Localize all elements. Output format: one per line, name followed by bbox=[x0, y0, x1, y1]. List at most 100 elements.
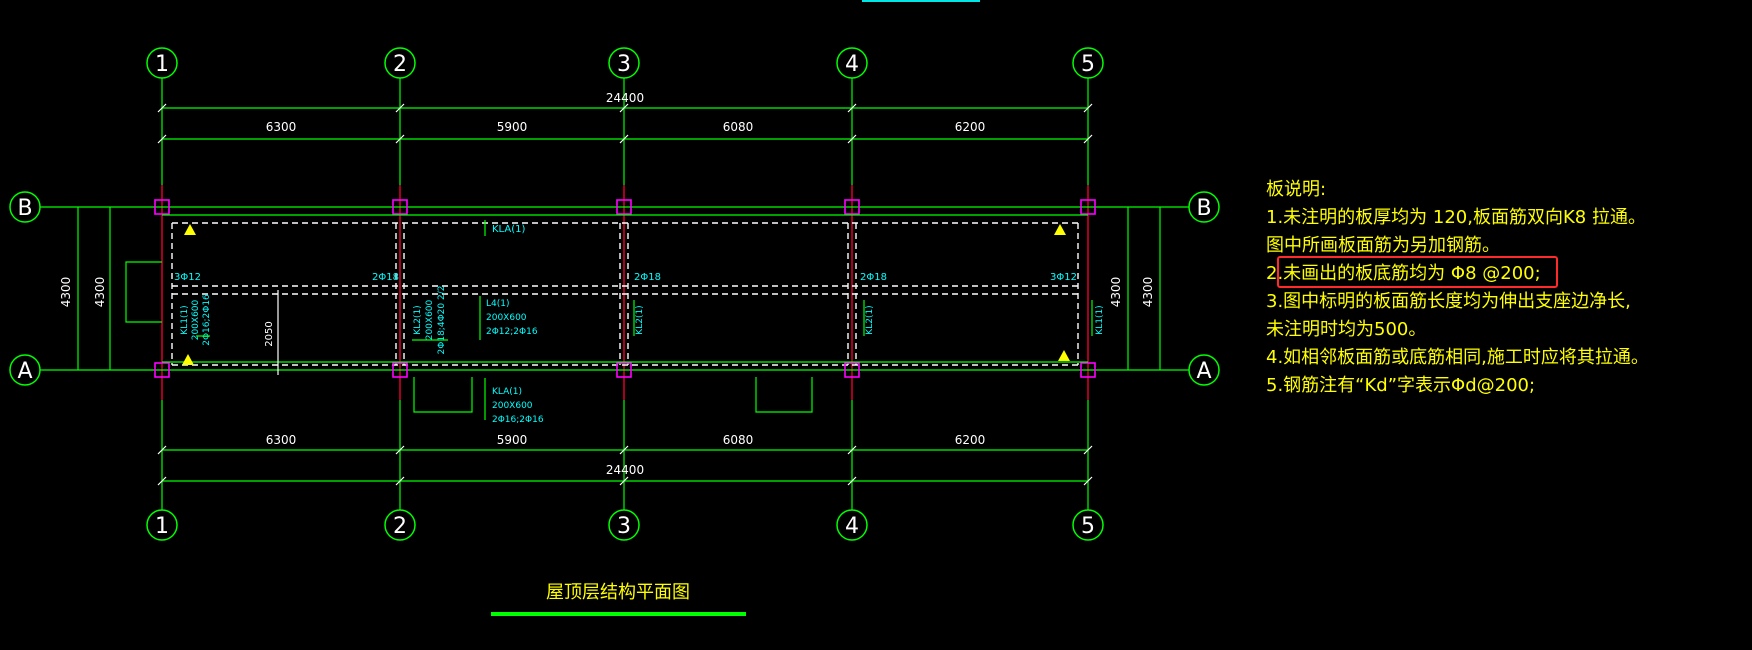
column bbox=[154, 199, 170, 215]
marker-triangle bbox=[184, 224, 196, 235]
beam-label: 2Φ16;2Φ16 bbox=[202, 294, 212, 346]
dim-text: 24400 bbox=[606, 463, 644, 477]
column bbox=[616, 362, 632, 378]
column bbox=[392, 362, 408, 378]
beam-label: 200X600 bbox=[492, 401, 533, 411]
highlight-box bbox=[1277, 256, 1558, 288]
note-item: 图中所画板面筋为另加钢筋。 bbox=[1266, 235, 1500, 256]
column bbox=[154, 362, 170, 378]
axis-label: 1 bbox=[155, 514, 169, 539]
bar-label: 3Φ12 bbox=[174, 272, 201, 283]
beam-label: KLA(1) bbox=[492, 387, 522, 397]
axis-label: 4 bbox=[845, 514, 859, 539]
note-item: 4.如相邻板面筋或底筋相同,施工时应将其拉通。 bbox=[1266, 347, 1649, 368]
dim-tick bbox=[157, 103, 167, 113]
dim-text: 6080 bbox=[723, 433, 754, 447]
dim-text: 5900 bbox=[497, 120, 528, 134]
dim-text: 24400 bbox=[606, 91, 644, 105]
dim-tick bbox=[395, 103, 405, 113]
column bbox=[844, 199, 860, 215]
dim-tick bbox=[1083, 134, 1093, 144]
notes-heading: 板说明: bbox=[1266, 179, 1327, 200]
title-underline bbox=[491, 612, 746, 616]
stub-box bbox=[755, 377, 813, 413]
dim-tick bbox=[619, 134, 629, 144]
beam-label: KLA(1) bbox=[492, 224, 525, 235]
dim-tick bbox=[847, 103, 857, 113]
note-item: 2.未画出的板底筋均为 Φ8 @200; bbox=[1266, 263, 1541, 284]
beam-label: KL2(1) bbox=[413, 305, 423, 334]
bar-label: 2Φ18 bbox=[860, 272, 887, 283]
axis-label: B bbox=[17, 196, 32, 221]
beam-label: KL2(1) bbox=[865, 305, 875, 334]
dim-text: 4300 bbox=[59, 277, 73, 308]
dim-tick bbox=[157, 134, 167, 144]
dim-tick bbox=[619, 103, 629, 113]
beam-label: 200X600 bbox=[486, 313, 527, 323]
note-item: 1.未注明的板厚均为 120,板面筋双向K8 拉通。 bbox=[1266, 207, 1646, 228]
bar-label: 2Φ18 bbox=[634, 272, 661, 283]
marker-triangle bbox=[1058, 350, 1070, 361]
beam-label: KL2(1) bbox=[635, 305, 645, 334]
dim-tick bbox=[395, 445, 405, 455]
axis-label: 4 bbox=[845, 52, 859, 77]
dim-tick bbox=[1083, 445, 1093, 455]
dim-tick bbox=[157, 445, 167, 455]
dim-tick bbox=[395, 134, 405, 144]
dim-text: 6080 bbox=[723, 120, 754, 134]
column bbox=[1080, 199, 1096, 215]
dim-tick bbox=[1083, 103, 1093, 113]
note-item: 3.图中标明的板面筋长度均为伸出支座边净长, bbox=[1266, 291, 1631, 312]
dim-tick bbox=[847, 445, 857, 455]
bar-label: 2Φ18 bbox=[372, 272, 399, 283]
beam-label: L4(1) bbox=[486, 299, 510, 309]
dim-text: 6200 bbox=[955, 433, 986, 447]
column bbox=[844, 362, 860, 378]
dim-tick bbox=[847, 134, 857, 144]
dim-text: 6300 bbox=[266, 120, 297, 134]
axis-label: 1 bbox=[155, 52, 169, 77]
column bbox=[1080, 362, 1096, 378]
note-item: 未注明时均为500。 bbox=[1266, 319, 1427, 340]
axis-label: 5 bbox=[1081, 514, 1095, 539]
dim-tick bbox=[619, 445, 629, 455]
beam-label: 2Φ16;2Φ16 bbox=[492, 415, 544, 425]
dim-text: 4300 bbox=[1141, 277, 1155, 308]
axis-label: 2 bbox=[393, 514, 407, 539]
dim-tick bbox=[395, 476, 405, 486]
drawing-title: 屋顶层结构平面图 bbox=[546, 582, 690, 603]
marker-triangle bbox=[1054, 224, 1066, 235]
beam-label: 2Φ12;2Φ16 bbox=[486, 327, 538, 337]
dim-text: 5900 bbox=[497, 433, 528, 447]
dim-tick bbox=[619, 476, 629, 486]
dim-text: 4300 bbox=[1109, 277, 1123, 308]
axis-label: B bbox=[1196, 196, 1211, 221]
dim-text: 6300 bbox=[266, 433, 297, 447]
marker-triangle bbox=[182, 354, 194, 365]
beam-label: KL1(1) bbox=[180, 305, 190, 334]
dim-text: 6200 bbox=[955, 120, 986, 134]
dim-tick bbox=[157, 476, 167, 486]
column bbox=[616, 199, 632, 215]
axis-label: A bbox=[17, 359, 32, 384]
dim-text: 2050 bbox=[264, 321, 275, 346]
top-toolbar-strip bbox=[862, 0, 980, 2]
slab-notes: 板说明: 1.未注明的板厚均为 120,板面筋双向K8 拉通。 图中所画板面筋为… bbox=[1266, 176, 1736, 400]
beam-label: KL1(1) bbox=[1095, 305, 1105, 334]
axis-label: 3 bbox=[617, 52, 631, 77]
stub-box bbox=[413, 377, 473, 413]
dim-tick bbox=[847, 476, 857, 486]
column bbox=[392, 199, 408, 215]
dim-tick bbox=[1083, 476, 1093, 486]
beam-label: 200X600 bbox=[191, 299, 201, 340]
note-item: 5.钢筋注有“Kd”字表示Φd@200; bbox=[1266, 375, 1536, 396]
axis-label: 2 bbox=[393, 52, 407, 77]
bar-label: 3Φ12 bbox=[1050, 272, 1077, 283]
beam-label: 200X600 bbox=[425, 299, 435, 340]
dim-text: 4300 bbox=[93, 277, 107, 308]
axis-label: 5 bbox=[1081, 52, 1095, 77]
beam-label: 2Φ18;4Φ20 2/2 bbox=[437, 286, 447, 355]
stub-box bbox=[125, 261, 162, 323]
axis-label: A bbox=[1196, 359, 1211, 384]
